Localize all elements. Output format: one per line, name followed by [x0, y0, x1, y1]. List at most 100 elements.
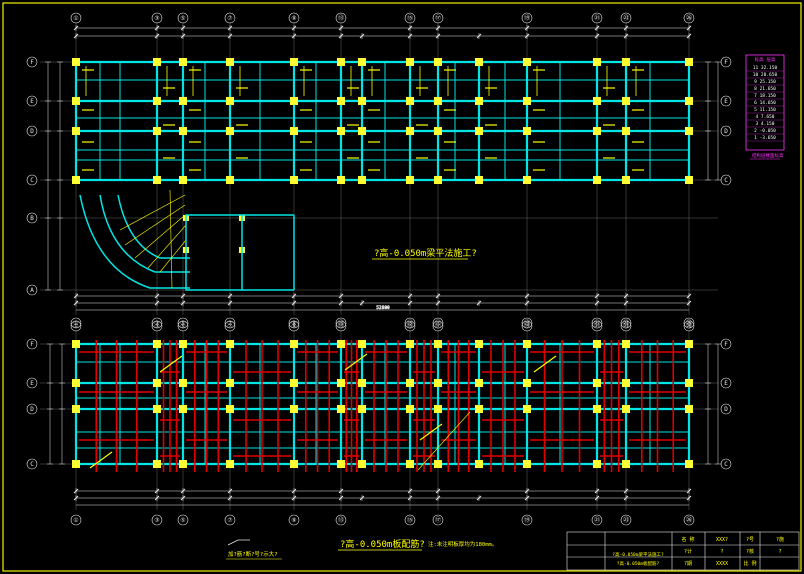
axis-col-bubble: ① [73, 323, 78, 330]
axis-col-bubble: ① [73, 517, 78, 524]
axis-row-bubble: A [30, 287, 34, 294]
axis-row-bubble: F [724, 341, 728, 348]
level-table-row: 10 28.650 [753, 72, 778, 78]
axis-col-bubble: ⑰ [435, 319, 441, 327]
axis-col-bubble: ⑮ [407, 319, 413, 327]
axis-col-bubble: ⑦ [227, 323, 232, 330]
axis-row-bubble: D [724, 406, 728, 413]
level-table-header: 标高 层高 [755, 56, 776, 63]
title-label-drawing-no: ?号 [746, 537, 754, 543]
axis-col-bubble: ⑮ [407, 14, 413, 22]
curved-stair [79, 194, 190, 289]
title-drawing-name-2: ?高-0.050m板配筋? [617, 560, 660, 567]
axis-row-bubble: C [30, 461, 34, 468]
level-table-row: 9 25.150 [754, 79, 776, 85]
level-table-row: 7 18.150 [754, 93, 776, 99]
title-label-design: ?计 [684, 548, 692, 555]
axis-col-bubble: ⑲ [524, 14, 530, 22]
axis-col-bubble: ⑬ [338, 319, 344, 327]
axis-col-bubble: ⑦ [227, 320, 232, 327]
axis-col-bubble: ㉑ [594, 319, 600, 327]
axis-col-bubble: ⑤ [180, 15, 185, 22]
svg-text:结构层楼面标高: 结构层楼面标高 [752, 152, 784, 159]
title-label-name: 名 称 [681, 536, 694, 543]
axis-row-bubble: E [30, 380, 34, 387]
axis-col-bubble: ⑲ [524, 516, 530, 524]
axis-col-bubble: ㉓ [623, 322, 629, 330]
axis-col-bubble: ㉖ [686, 322, 692, 330]
axis-col-bubble: ⑦ [227, 15, 232, 22]
overall-dimension-top: 52800 [376, 305, 390, 311]
title-label-check: ?核 [746, 548, 754, 555]
level-table-row: 3 4.150 [756, 121, 775, 127]
axis-col-bubble: ㉑ [594, 516, 600, 524]
axis-col-bubble: ① [73, 15, 78, 22]
axis-col-bubble: ㉖ [686, 319, 692, 327]
title-block [566, 531, 800, 571]
axis-col-bubble: ③ [154, 320, 159, 327]
axis-col-bubble: ㉓ [623, 14, 629, 22]
title-value-checker: ? [778, 549, 781, 555]
title-label-scale: 比 例 [743, 560, 756, 567]
axis-col-bubble: ⑨ [291, 15, 296, 22]
title-value-stage: ?施 [776, 536, 784, 543]
axis-col-bubble: ㉖ [686, 14, 692, 22]
axis-row-bubble: D [30, 128, 34, 135]
axis-row-bubble: E [724, 380, 728, 387]
top-plan-title: ?高-0.050m梁平法施工? [374, 247, 477, 259]
axis-col-bubble: ⑨ [291, 517, 296, 524]
level-table-row: 6 14.650 [754, 100, 776, 106]
stair-room [185, 214, 295, 291]
axis-col-bubble: ⑲ [524, 319, 530, 327]
axis-col-bubble: ⑦ [227, 517, 232, 524]
axis-col-bubble: ㉑ [594, 322, 600, 330]
level-table-row: 2 -0.050 [754, 128, 776, 134]
axis-col-bubble: ⑰ [435, 516, 441, 524]
axis-col-bubble: ⑲ [524, 322, 530, 330]
axis-col-bubble: ⑬ [338, 322, 344, 330]
axis-col-bubble: ⑤ [180, 517, 185, 524]
axis-col-bubble: ⑤ [180, 323, 185, 330]
axis-col-bubble: ⑰ [435, 14, 441, 22]
axis-col-bubble: ③ [154, 323, 159, 330]
axis-col-bubble: ⑨ [291, 323, 296, 330]
axis-col-bubble: ⑮ [407, 322, 413, 330]
axis-row-bubble: C [724, 461, 728, 468]
svg-text:加?筋?断?号?示大?: 加?筋?断?号?示大? [228, 550, 278, 558]
axis-row-bubble: B [30, 215, 34, 222]
title-value-project: XXX? [716, 537, 728, 543]
axis-col-bubble: ㉓ [623, 516, 629, 524]
axis-col-bubble: ㉓ [623, 319, 629, 327]
bottom-plan-note: 注:未注明板厚均为180mm。 [428, 540, 497, 548]
axis-row-bubble: F [30, 59, 34, 66]
stair-lines [119, 189, 187, 289]
bottom-plan-title: ?高-0.050m板配筋? [340, 538, 425, 550]
axis-row-bubble: E [30, 98, 34, 105]
axis-col-bubble: ⑬ [338, 516, 344, 524]
axis-row-bubble: D [724, 128, 728, 135]
title-value-designer: ? [720, 549, 723, 555]
axis-col-bubble: ③ [154, 15, 159, 22]
axis-col-bubble: ㉖ [686, 516, 692, 524]
level-table-row: 11 32.150 [753, 65, 778, 71]
level-table-row: 4 7.650 [756, 114, 775, 120]
axis-row-bubble: F [724, 59, 728, 66]
axis-row-bubble: E [724, 98, 728, 105]
axis-row-bubble: C [30, 177, 34, 184]
axis-col-bubble: ㉑ [594, 14, 600, 22]
title-drawing-name-1: ?高-0.050m梁平法施工? [612, 551, 664, 558]
level-table-row: 5 11.150 [754, 107, 776, 113]
axis-row-bubble: F [30, 341, 34, 348]
axis-col-bubble: ⑰ [435, 322, 441, 330]
axis-row-bubble: C [724, 177, 728, 184]
axis-col-bubble: ① [73, 320, 78, 327]
axis-col-bubble: ⑬ [338, 14, 344, 22]
axis-col-bubble: ⑮ [407, 516, 413, 524]
axis-col-bubble: ⑨ [291, 320, 296, 327]
title-label-date: ?期 [684, 561, 692, 567]
